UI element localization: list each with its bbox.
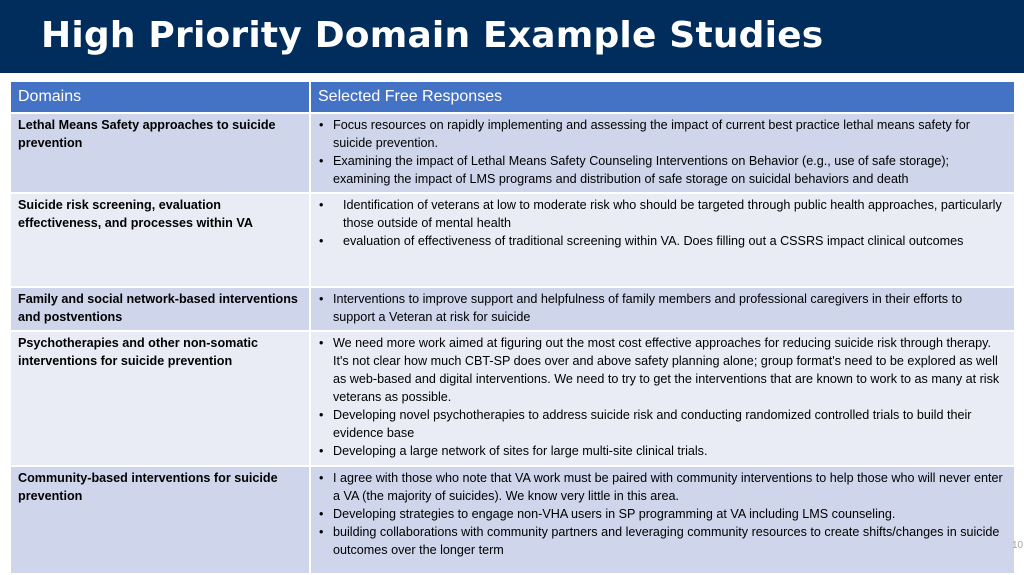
response-item: Interventions to improve support and hel… bbox=[318, 290, 1007, 326]
title-bar: High Priority Domain Example Studies bbox=[0, 0, 1024, 73]
response-item: Developing a large network of sites for … bbox=[318, 442, 1007, 460]
response-item: I agree with those who note that VA work… bbox=[318, 469, 1007, 505]
domain-cell: Psychotherapies and other non-somatic in… bbox=[11, 331, 311, 467]
slide-title: High Priority Domain Example Studies bbox=[41, 15, 824, 56]
table-row: Community-based interventions for suicid… bbox=[11, 466, 1014, 575]
domain-cell: Lethal Means Safety approaches to suicid… bbox=[11, 113, 311, 194]
table-row: Family and social network-based interven… bbox=[11, 287, 1014, 332]
table-row: Suicide risk screening, evaluation effec… bbox=[11, 193, 1014, 288]
domain-cell: Family and social network-based interven… bbox=[11, 287, 311, 332]
responses-cell: Interventions to improve support and hel… bbox=[310, 287, 1014, 332]
response-item: evaluation of effectiveness of tradition… bbox=[318, 232, 1007, 250]
page-number: 10 bbox=[1012, 540, 1024, 551]
response-item: Focus resources on rapidly implementing … bbox=[318, 116, 1007, 152]
response-item: Identification of veterans at low to mod… bbox=[318, 196, 1007, 232]
domain-cell: Community-based interventions for suicid… bbox=[11, 466, 311, 575]
response-item: Developing novel psychotherapies to addr… bbox=[318, 406, 1007, 442]
responses-cell: Focus resources on rapidly implementing … bbox=[310, 113, 1014, 194]
responses-cell: We need more work aimed at figuring out … bbox=[310, 331, 1014, 467]
domain-cell: Suicide risk screening, evaluation effec… bbox=[11, 193, 311, 288]
responses-cell: I agree with those who note that VA work… bbox=[310, 466, 1014, 575]
response-item: Developing strategies to engage non-VHA … bbox=[318, 505, 1007, 523]
table-header-row: Domains Selected Free Responses bbox=[11, 82, 1014, 114]
header-domains: Domains bbox=[11, 82, 311, 114]
response-item: Examining the impact of Lethal Means Saf… bbox=[318, 152, 1007, 188]
table-row: Psychotherapies and other non-somatic in… bbox=[11, 331, 1014, 467]
table-row: Lethal Means Safety approaches to suicid… bbox=[11, 113, 1014, 194]
response-item: We need more work aimed at figuring out … bbox=[318, 334, 1007, 406]
responses-cell: Identification of veterans at low to mod… bbox=[310, 193, 1014, 288]
response-item: building collaborations with community p… bbox=[318, 523, 1007, 559]
domain-table: Domains Selected Free Responses Lethal M… bbox=[11, 82, 1014, 575]
header-responses: Selected Free Responses bbox=[310, 82, 1014, 114]
